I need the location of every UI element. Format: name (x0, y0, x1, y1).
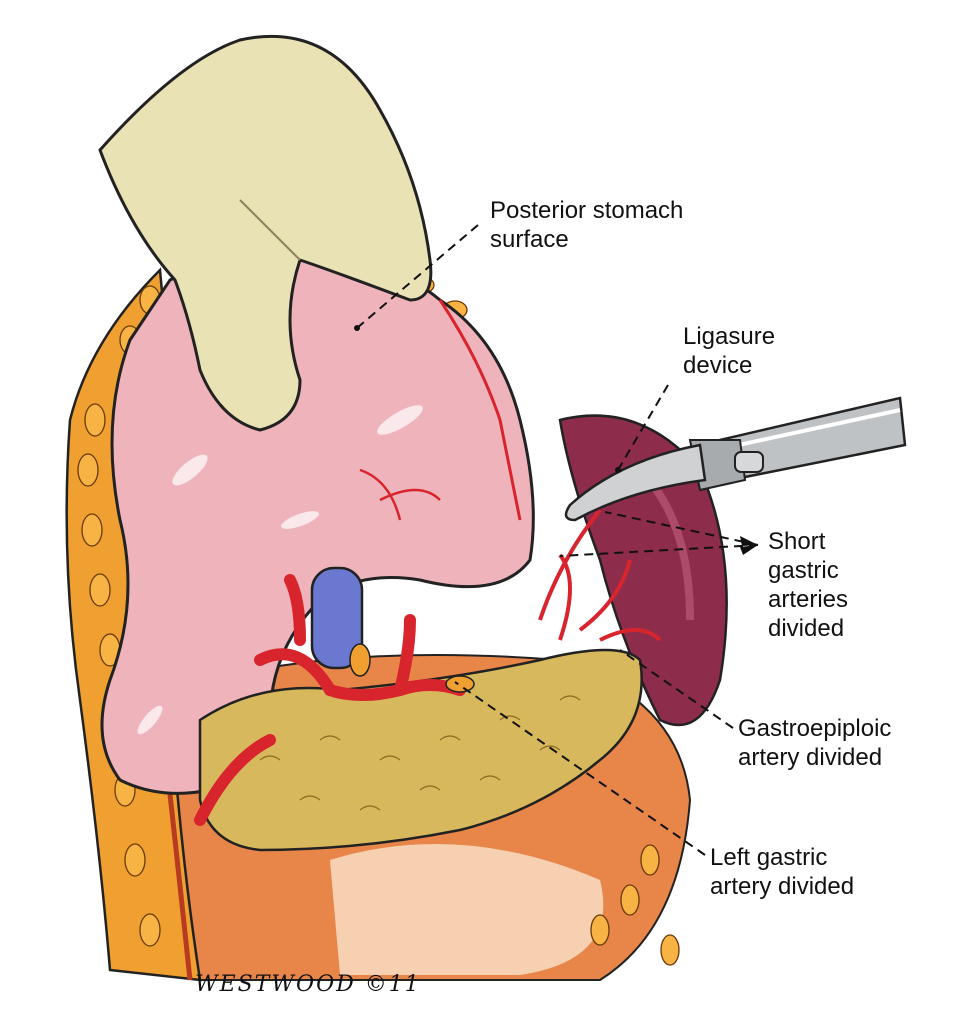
label-line: Short (768, 528, 826, 555)
surgeon-glove (98, 34, 433, 432)
leader-lines (356, 224, 759, 856)
label-short-gastric-arteries: Short gastric arteries divided (768, 527, 848, 643)
pancreas (198, 648, 643, 852)
vein (310, 566, 364, 670)
label-line: surface (490, 226, 569, 253)
label-line: Posterior stomach (490, 197, 684, 224)
label-line: artery divided (710, 873, 855, 900)
label-line: device (683, 352, 753, 379)
label-line: Ligasure (683, 323, 776, 350)
label-line: artery divided (738, 744, 883, 771)
label-posterior-stomach-surface: Posterior stomach surface (490, 196, 683, 254)
label-ligasure-device: Ligasure device (683, 322, 775, 380)
label-left-gastric-artery: Left gastric artery divided (710, 843, 854, 901)
artist-signature: WESTWOOD ©11 (195, 972, 421, 997)
label-line: arteries (768, 586, 849, 613)
label-line: Gastroepiploic (738, 715, 892, 742)
label-line: Left gastric (710, 844, 828, 871)
label-gastroepiploic-artery: Gastroepiploic artery divided (738, 714, 891, 772)
ligasure-device (564, 396, 907, 522)
arteries (194, 574, 466, 826)
label-line: divided (768, 615, 845, 642)
label-line: gastric (768, 557, 839, 584)
